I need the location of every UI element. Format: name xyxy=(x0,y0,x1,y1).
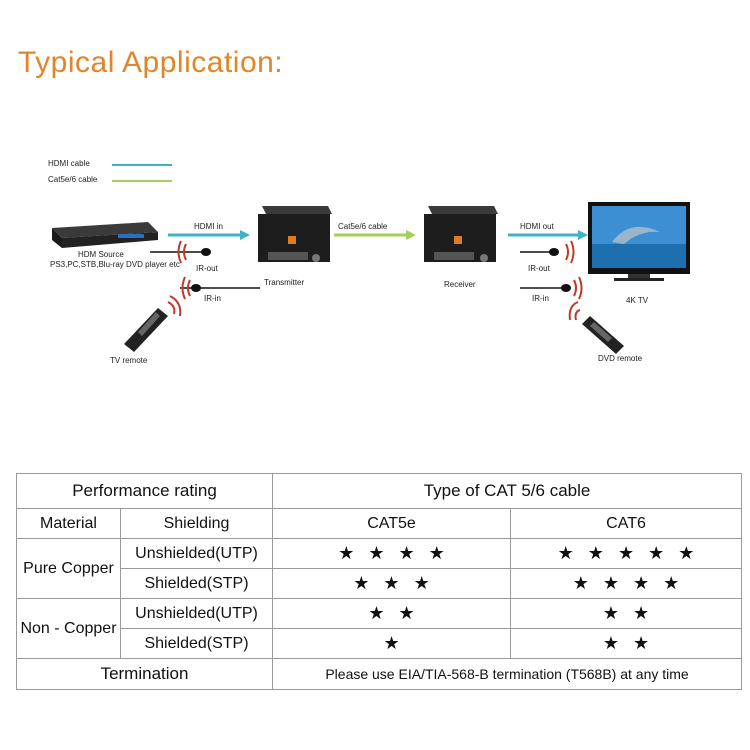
cat5e-rating-stars: ★★★ xyxy=(272,568,512,599)
ir-out-right-label: IR-out xyxy=(528,264,550,273)
application-diagram: HDMI cable Cat5e/6 cable xyxy=(0,140,750,380)
legend-cat-line xyxy=(112,180,172,182)
tv-remote-icon xyxy=(124,295,182,352)
dvd-remote-icon xyxy=(568,301,624,354)
source-label-1: HDM Source xyxy=(78,250,124,259)
dvd-remote-label: DVD remote xyxy=(598,354,643,363)
cat6-header: CAT6 xyxy=(510,508,743,539)
ir-in-right-label: IR-in xyxy=(532,294,549,303)
cat5e-rating-stars: ★ xyxy=(272,628,512,659)
receiver-label: Receiver xyxy=(444,280,476,289)
shielding-cell: Unshielded(UTP) xyxy=(119,538,274,569)
legend-hdmi-line xyxy=(112,164,172,166)
material-header: Material xyxy=(16,508,121,539)
tv-icon xyxy=(588,202,690,281)
material-cell: Pure Copper xyxy=(16,538,121,599)
cat-cable-label: Cat5e/6 cable xyxy=(338,222,388,231)
ir-in-left-icon xyxy=(180,276,260,300)
cat6-rating-stars: ★★★★ xyxy=(510,568,743,599)
material-cell: Non - Copper xyxy=(16,598,121,659)
legend-hdmi-label: HDMI cable xyxy=(48,159,90,168)
ir-in-right-icon xyxy=(520,276,583,300)
cat5e-rating-stars: ★★ xyxy=(272,598,512,629)
termination-text: Please use EIA/TIA-568-B termination (T5… xyxy=(272,658,743,690)
transmitter-label: Transmitter xyxy=(264,278,305,287)
ir-out-left-label: IR-out xyxy=(196,264,218,273)
cat5e-header: CAT5e xyxy=(272,508,512,539)
ir-in-left-label: IR-in xyxy=(204,294,221,303)
hdmi-out-label: HDMI out xyxy=(520,222,554,231)
tv-remote-label: TV remote xyxy=(110,356,148,365)
shielding-cell: Shielded(STP) xyxy=(119,628,274,659)
ir-out-left-icon xyxy=(150,240,211,264)
termination-label: Termination xyxy=(15,658,274,690)
ir-out-right-icon xyxy=(520,240,575,264)
shielding-cell: Shielded(STP) xyxy=(119,568,274,599)
cat6-rating-stars: ★★ xyxy=(510,628,743,659)
shielding-header: Shielding xyxy=(119,508,274,539)
shielding-cell: Unshielded(UTP) xyxy=(119,598,274,629)
cat5e-rating-stars: ★★★★ xyxy=(272,538,512,569)
performance-rating-header: Performance rating xyxy=(15,473,274,509)
hdmi-source-device-icon xyxy=(52,222,158,248)
diagram-graphics xyxy=(52,202,690,354)
performance-table: Performance rating Type of CAT 5/6 cable… xyxy=(15,473,743,690)
transmitter-device-icon xyxy=(258,206,332,262)
receiver-device-icon xyxy=(424,206,498,262)
hdmi-in-label: HDMI in xyxy=(194,222,223,231)
tv-label: 4K TV xyxy=(626,296,649,305)
legend-cat-label: Cat5e/6 cable xyxy=(48,175,98,184)
cat6-rating-stars: ★★ xyxy=(510,598,743,629)
page-title: Typical Application: xyxy=(18,46,284,79)
cat6-rating-stars: ★★★★★ xyxy=(510,538,743,569)
cable-type-header: Type of CAT 5/6 cable xyxy=(272,473,743,509)
source-label-2: PS3,PC,STB,Blu-ray DVD player etc xyxy=(50,260,180,269)
